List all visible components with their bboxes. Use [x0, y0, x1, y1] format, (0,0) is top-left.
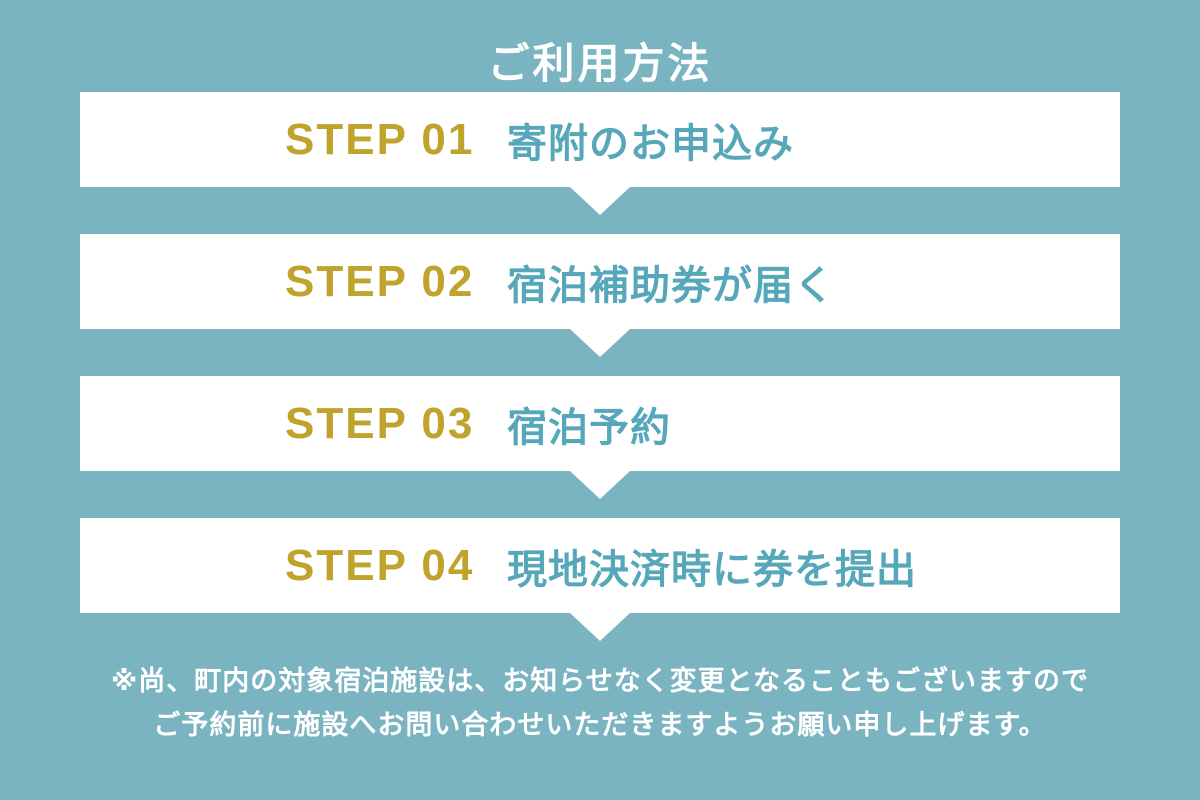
arrow-down-icon: [570, 613, 630, 641]
step-3-description: 宿泊予約: [507, 404, 671, 451]
step-1-description: 寄附のお申込み: [507, 120, 794, 167]
step-2-description: 宿泊補助券が届く: [507, 262, 835, 309]
footer-note: ※尚、町内の対象宿泊施設は、お知らせなく変更となることもございますので ご予約前…: [0, 660, 1200, 747]
arrow-down-icon: [570, 471, 630, 499]
step-row-3: STEP 03 宿泊予約: [80, 376, 1120, 499]
step-2-number: STEP 02: [285, 256, 475, 306]
step-2-bar: STEP 02 宿泊補助券が届く: [80, 234, 1120, 329]
footer-note-line-1: ※尚、町内の対象宿泊施設は、お知らせなく変更となることもございますので: [111, 666, 1089, 697]
arrow-down-icon: [570, 187, 630, 215]
step-4-description: 現地決済時に券を提出: [507, 546, 917, 593]
steps-flow: STEP 01 寄附のお申込み STEP 02 宿泊補助券が届く STEP 03…: [80, 92, 1120, 641]
page-title: ご利用方法: [487, 39, 713, 88]
step-4-number: STEP 04: [285, 540, 475, 590]
arrow-down-icon: [570, 329, 630, 357]
step-3-number: STEP 03: [285, 398, 475, 448]
step-1-bar: STEP 01 寄附のお申込み: [80, 92, 1120, 187]
footer-note-line-2: ご予約前に施設へお問い合わせいただきますようお願い申し上げます。: [153, 709, 1047, 741]
step-1-number: STEP 01: [285, 114, 475, 164]
step-row-2: STEP 02 宿泊補助券が届く: [80, 234, 1120, 357]
step-4-bar: STEP 04 現地決済時に券を提出: [80, 518, 1120, 613]
step-3-bar: STEP 03 宿泊予約: [80, 376, 1120, 471]
step-row-1: STEP 01 寄附のお申込み: [80, 92, 1120, 215]
step-row-4: STEP 04 現地決済時に券を提出: [80, 518, 1120, 641]
